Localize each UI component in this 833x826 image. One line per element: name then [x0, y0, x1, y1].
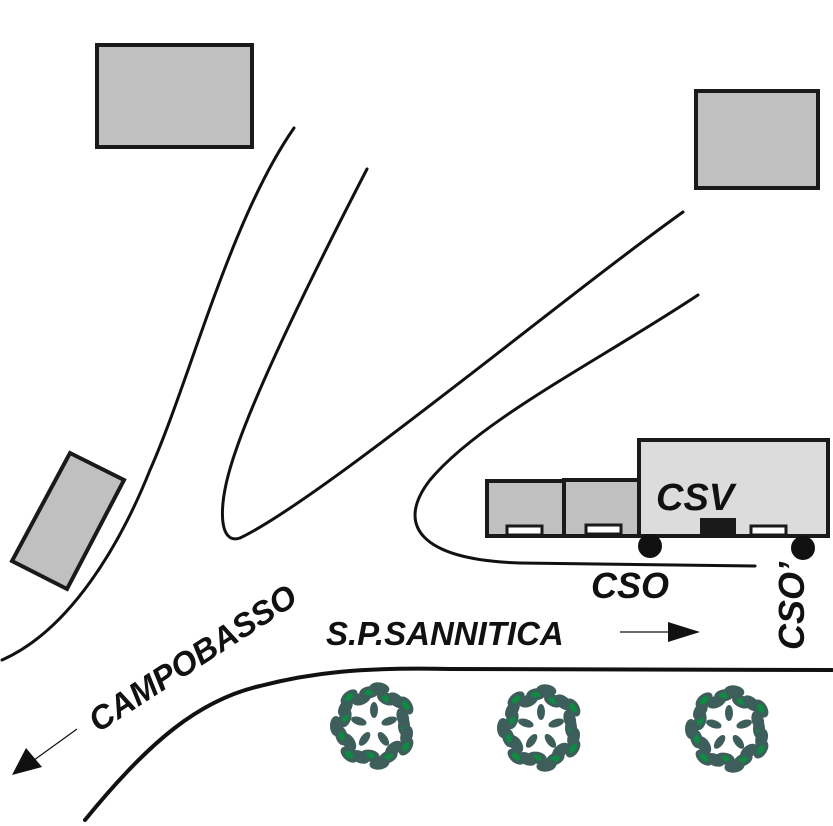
building-top-right: [694, 89, 820, 190]
tree-leaf-inner: [732, 735, 745, 749]
road-edge-hairpin: [220, 167, 685, 541]
sensor-cso-prime-dot: [791, 536, 815, 560]
tree-leaf-inner: [525, 734, 538, 748]
plant-label: CSV: [656, 477, 737, 519]
tree-leaf-highlight: [511, 752, 521, 761]
arrow-southwest-icon: [12, 728, 78, 775]
tree-leaf-highlight: [757, 703, 765, 714]
road-edge-left-outer: [0, 126, 296, 662]
tree-leaf: [724, 685, 745, 698]
tree-leaf-highlight: [757, 744, 765, 755]
building-left-tilted: [9, 450, 127, 592]
door-main-dark: [700, 518, 736, 536]
tree-leaf: [563, 709, 577, 730]
tree-leaf-highlight: [699, 696, 709, 705]
tree-leaf: [396, 707, 410, 728]
tree-leaf-inner: [381, 716, 397, 726]
plant-csv: CSV: [485, 438, 830, 538]
tree-leaf-highlight: [569, 743, 577, 754]
tree-leaf-inner: [725, 705, 733, 721]
tree-leaf-inner: [537, 704, 545, 720]
tree-leaf-inner: [548, 718, 564, 728]
tree-leaf-inner: [518, 718, 534, 728]
road-edge-loop: [413, 293, 757, 568]
sensor-cso-prime-label: CSO’: [771, 561, 812, 650]
tree-leaf-highlight: [569, 702, 577, 713]
tree-leaf-inner: [351, 716, 367, 726]
tree-leaf-highlight: [402, 700, 410, 711]
tree-leaf: [369, 682, 390, 695]
sensor-cso-label: CSO: [591, 565, 669, 606]
tree-icon: [330, 682, 414, 770]
road-label-sannitica: S.P.SANNITICA: [326, 615, 564, 652]
door-main-right: [749, 524, 788, 537]
tree-leaf-inner: [358, 732, 371, 746]
door-annex-2: [584, 523, 623, 536]
tree-leaf-highlight: [402, 741, 410, 752]
tree-leaf-highlight: [699, 753, 709, 762]
tree-leaf-inner: [544, 734, 557, 748]
tree-leaf-highlight: [511, 695, 521, 704]
tree-leaf-highlight: [344, 693, 354, 702]
tree-leaf-inner: [377, 732, 390, 746]
building-top-left: [95, 43, 254, 149]
tree-leaf-inner: [370, 702, 378, 718]
tree-leaf-highlight: [344, 750, 354, 759]
tree-leaf-inner: [736, 719, 752, 729]
road-edge-main-bottom: [83, 666, 833, 822]
arrow-east-icon: [620, 622, 700, 642]
tree-leaf: [751, 710, 765, 731]
tree-icon: [685, 685, 769, 773]
sensor-cso-dot: [638, 534, 662, 558]
tree-icon: [497, 684, 581, 772]
tree-leaf-inner: [713, 735, 726, 749]
tree-leaf: [536, 684, 557, 697]
tree-leaf-inner: [706, 719, 722, 729]
door-annex-1: [505, 524, 544, 537]
